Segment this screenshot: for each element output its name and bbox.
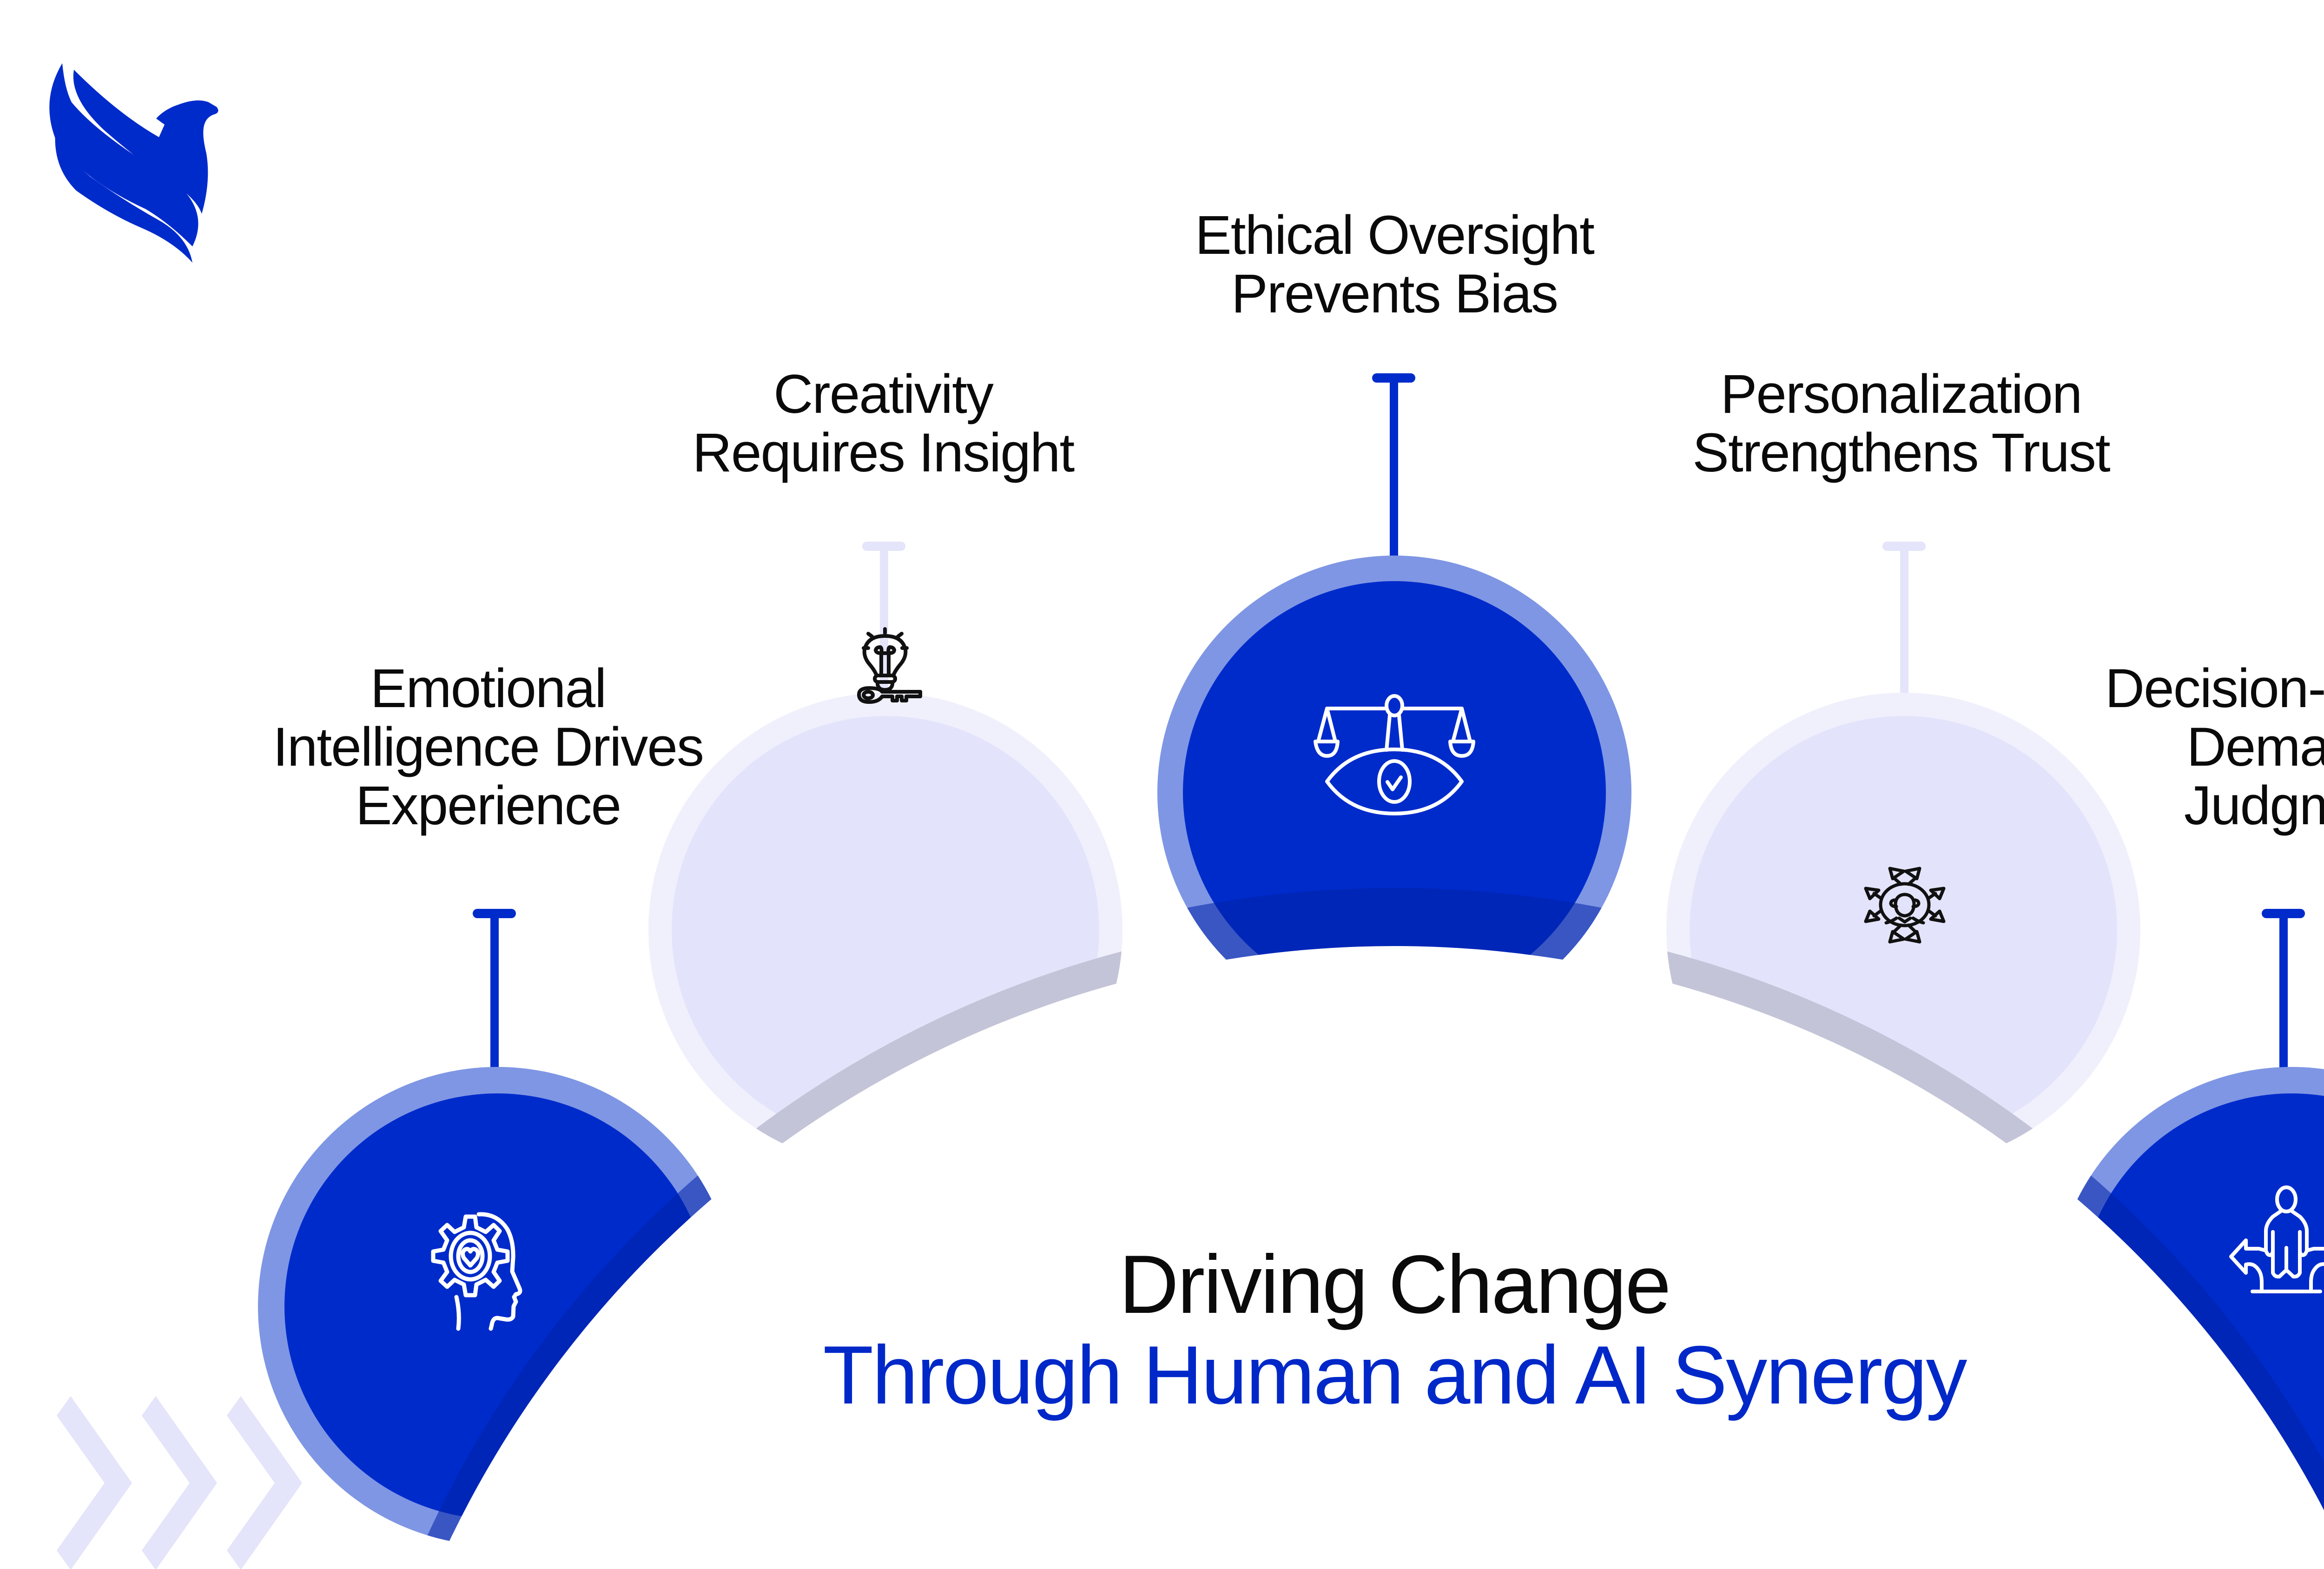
person-crossroads-icon <box>2229 1185 2324 1293</box>
page-subtitle: Through Human and AI Synergy <box>823 1329 1967 1421</box>
label-line: Intelligence Drives <box>272 716 704 778</box>
head-gear-heart-icon <box>431 1212 522 1331</box>
page-title: Driving Change <box>1119 1238 1671 1331</box>
label-line: Requires Insight <box>692 422 1075 483</box>
connector-emotional <box>473 909 516 1069</box>
label-line: Emotional <box>370 658 607 719</box>
circle-ethical <box>1157 556 1631 1030</box>
center-cutout-arc <box>436 946 2324 1569</box>
label-line: Decision-Making <box>2105 658 2324 719</box>
connector-personalization <box>1882 542 1926 702</box>
label-emotional-intelligence: Emotional Intelligence Drives Experience <box>265 659 711 835</box>
connector-creativity <box>862 542 905 702</box>
label-line: Creativity <box>773 364 994 425</box>
label-line: Personalization <box>1720 364 2083 425</box>
chevron-arrows-decoration <box>57 1396 302 1569</box>
label-decision-making: Decision-Making Demands Judgment <box>2078 659 2324 835</box>
label-creativity: Creativity Requires Insight <box>660 365 1106 482</box>
label-line: Strengthens Trust <box>1692 422 2110 483</box>
person-arrows-icon <box>1864 867 1946 944</box>
label-line: Prevents Bias <box>1231 263 1558 324</box>
label-line: Demands <box>2186 716 2324 778</box>
scales-eye-check-icon <box>1314 694 1475 815</box>
eagle-logo-icon <box>49 63 218 263</box>
label-line: Ethical Oversight <box>1195 205 1595 266</box>
label-ethical-oversight: Ethical Oversight Prevents Bias <box>1171 206 1618 323</box>
label-line: Judgment <box>2184 775 2324 836</box>
label-personalization: Personalization Strengthens Trust <box>1678 365 2124 482</box>
label-line: Experience <box>355 775 621 836</box>
lightbulb-key-icon <box>857 627 922 704</box>
connector-decision <box>2262 909 2305 1069</box>
connector-ethical <box>1372 373 1415 559</box>
